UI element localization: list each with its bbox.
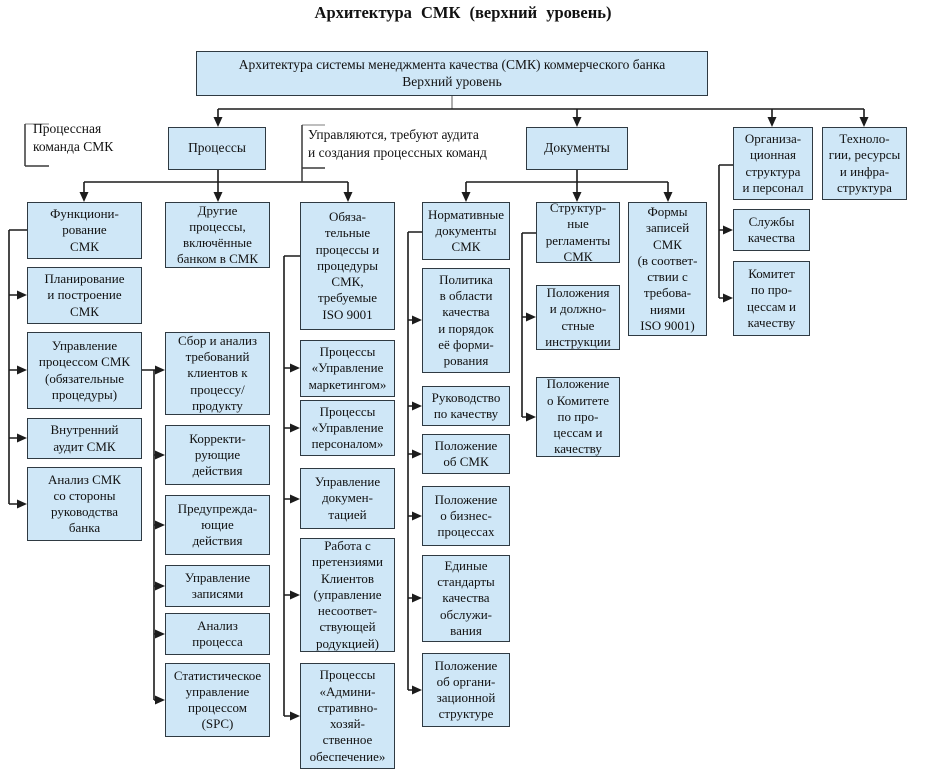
node-technology: Техноло- гии, ресурсы и инфра- структура <box>822 127 907 200</box>
node-service-standards: Единые стандарты качества обслужи- вания <box>422 555 510 642</box>
diagram-title: Архитектура СМК (верхний уровень) <box>314 3 612 22</box>
node-process-analysis: Анализ процесса <box>165 613 270 655</box>
node-marketing-management: Процессы «Управление маркетингом» <box>300 340 395 397</box>
node-quality-policy: Политика в области качества и порядок её… <box>422 268 510 373</box>
node-processes: Процессы <box>168 127 266 170</box>
node-root: Архитектура системы менеджмента качества… <box>196 51 708 96</box>
node-admin-support: Процессы «Админи- стративно- хозяй- стве… <box>300 663 395 769</box>
node-process-management: Управление процессом СМК (обязательные п… <box>27 332 142 409</box>
node-client-requirements: Сбор и анализ требований клиентов к проц… <box>165 332 270 415</box>
node-org-structure-regulation: Положение об органи- зационной структуре <box>422 653 510 727</box>
node-client-claims: Работа с претензиями Клиентов (управлени… <box>300 538 395 652</box>
node-normative-docs: Нормативные документы СМК <box>422 202 510 260</box>
node-quality-services: Службы качества <box>733 209 810 251</box>
node-documents: Документы <box>526 127 628 170</box>
node-smk-functioning: Функциони- рование СМК <box>27 202 142 259</box>
node-personnel-management: Процессы «Управление персоналом» <box>300 400 395 456</box>
node-quality-committee: Комитет по про- цессам и качеству <box>733 261 810 336</box>
node-committee-regulation: Положение о Комитете по про- цессам и ка… <box>536 376 620 457</box>
node-documentation-management: Управление докумен- тацией <box>300 468 395 529</box>
node-business-process-regulation: Положение о бизнес- процессах <box>422 486 510 546</box>
node-org-structure: Организа- ционная структура и персонал <box>733 127 813 200</box>
process-team-note: Процессная команда СМК <box>33 121 114 154</box>
node-job-instructions: Положения и должно- стные инструкции <box>536 285 620 350</box>
node-spc: Статистическое управление процессом (SPC… <box>165 663 270 737</box>
node-records-management: Управление записями <box>165 565 270 607</box>
managed-note: Управляются, требуют аудита и создания п… <box>308 127 487 160</box>
node-structural-regulations: Структур- ные регламенты СМК <box>536 200 620 264</box>
node-corrective-actions: Корректи- рующие действия <box>165 425 270 485</box>
node-smk-regulation: Положение об СМК <box>422 434 510 474</box>
node-preventive-actions: Предупрежда- ющие действия <box>165 495 270 555</box>
node-planning: Планирование и построение СМК <box>27 267 142 324</box>
node-record-forms: Формы записей СМК (в соответ- ствии с тр… <box>628 202 707 336</box>
node-management-review: Анализ СМК со стороны руководства банка <box>27 467 142 541</box>
node-quality-manual: Руководство по качеству <box>422 386 510 426</box>
node-mandatory-processes: Обяза- тельные процессы и процедуры СМК,… <box>300 202 395 330</box>
node-internal-audit: Внутренний аудит СМК <box>27 418 142 459</box>
node-other-processes: Другие процессы, включённые банком в СМК <box>165 202 270 268</box>
